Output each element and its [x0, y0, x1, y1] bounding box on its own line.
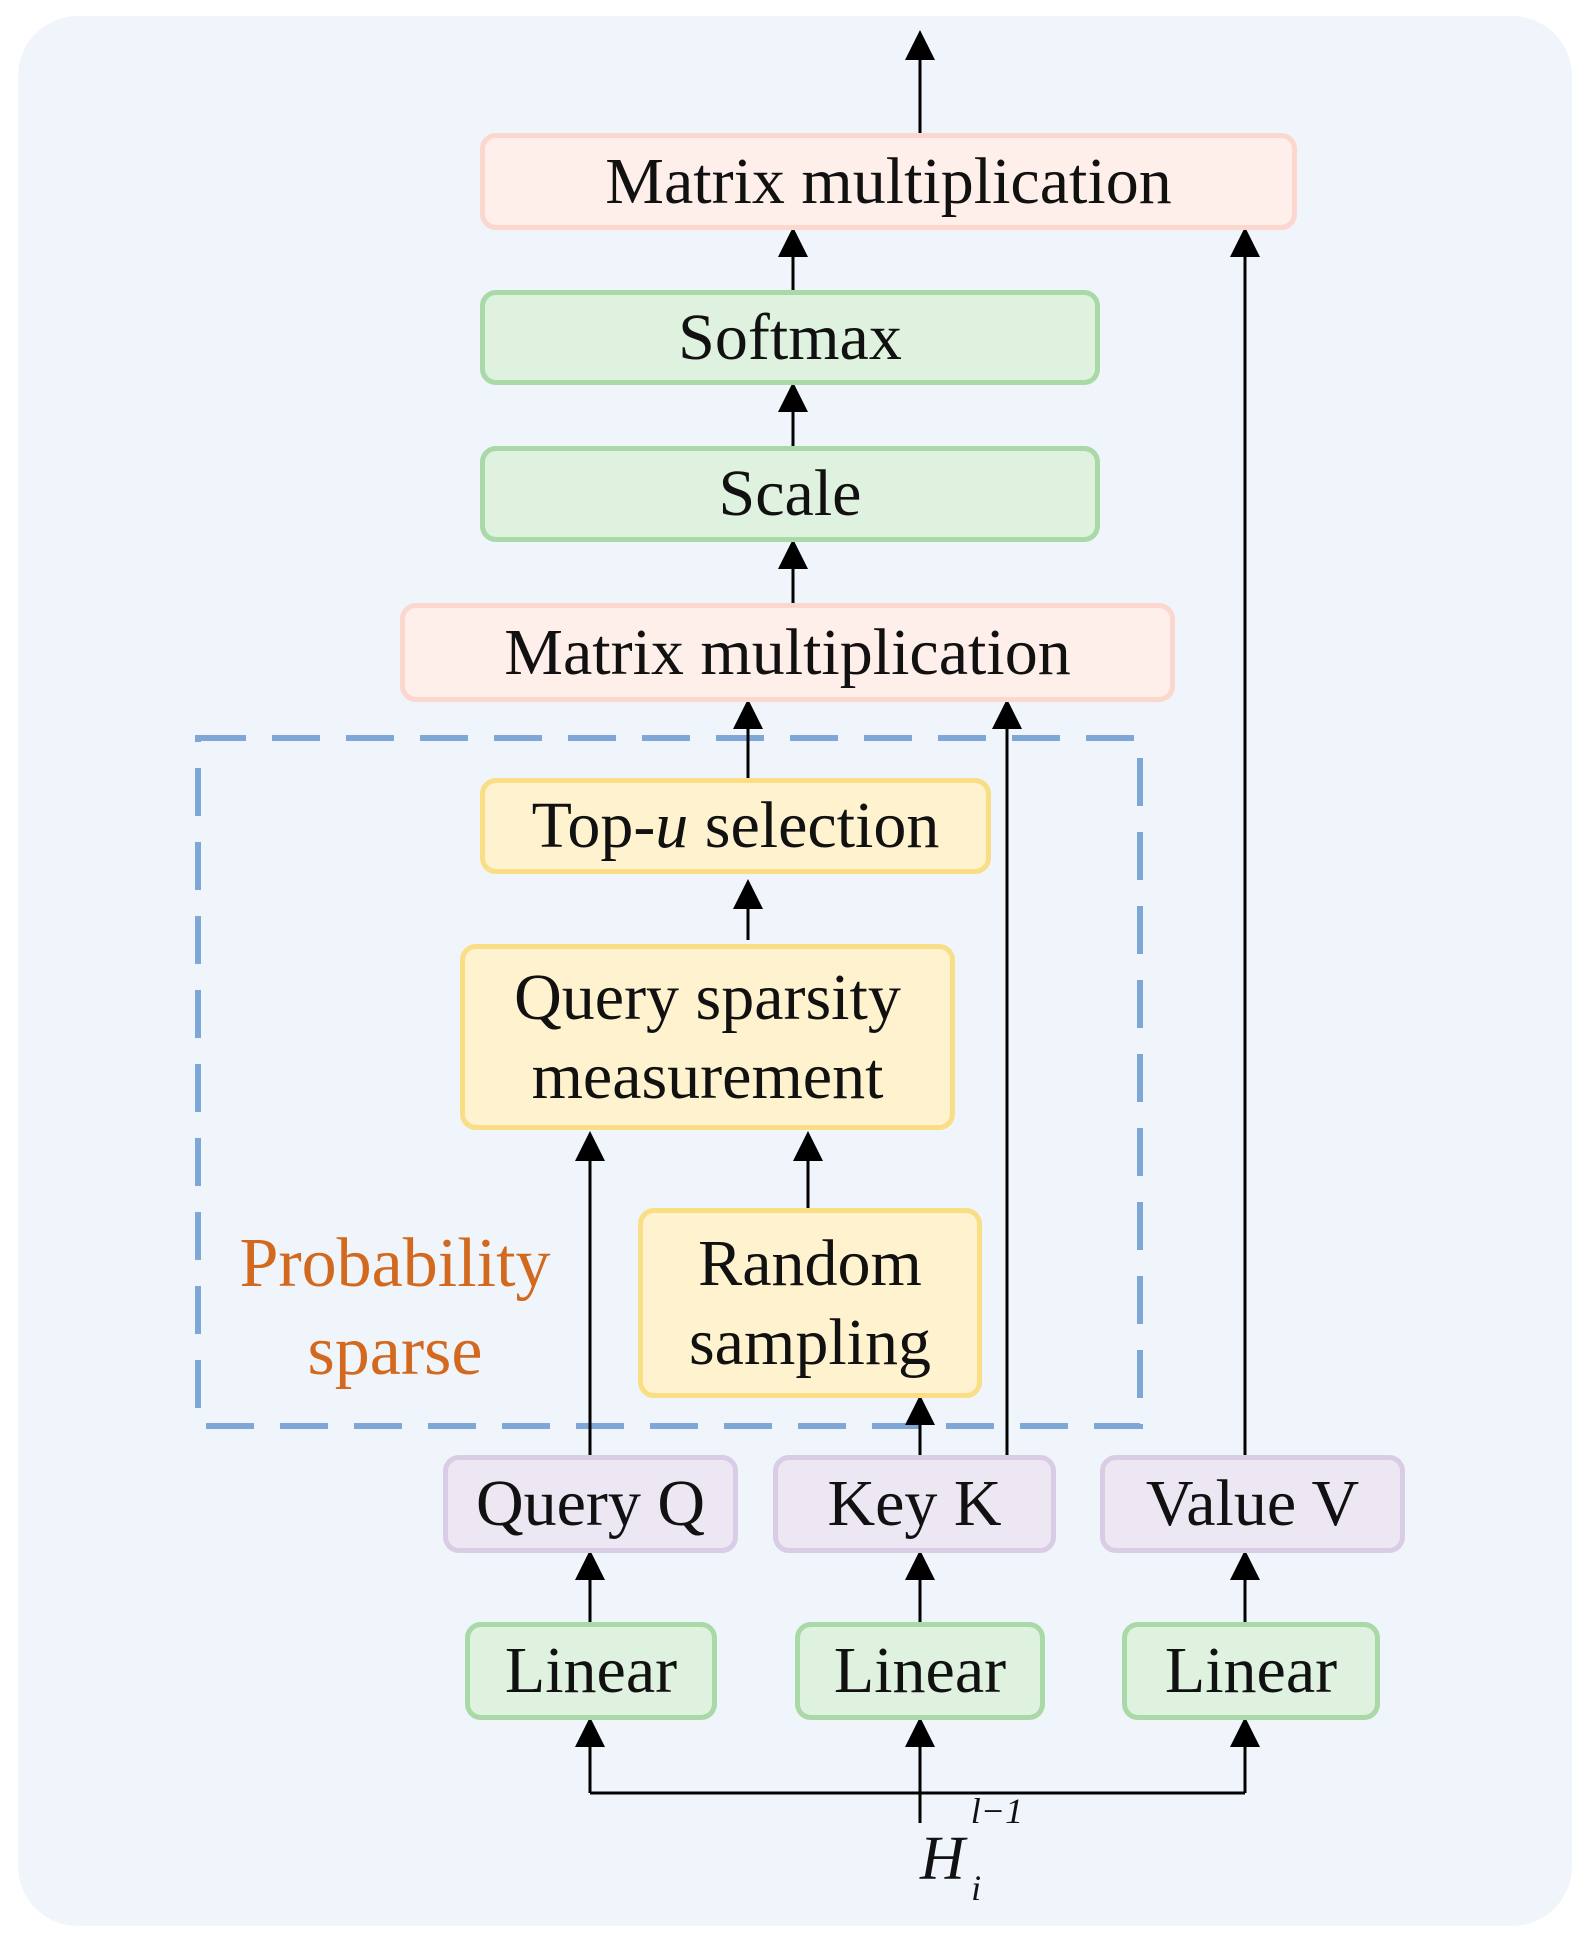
- random-sampling-line2: sampling: [689, 1306, 931, 1379]
- linear-q-label: Linear: [504, 1634, 678, 1708]
- linear-k-label: Linear: [833, 1634, 1007, 1708]
- probability-sparse-line1: Probability: [239, 1225, 551, 1302]
- query-sparsity-line1: Query sparsity: [514, 960, 901, 1034]
- key-label: Key K: [827, 1467, 1002, 1541]
- input-base: H: [920, 1824, 965, 1893]
- linear-v-label: Linear: [1164, 1634, 1338, 1708]
- query-label: Query Q: [475, 1467, 706, 1541]
- softmax-box: Softmax: [480, 290, 1100, 385]
- key-box: Key K: [773, 1455, 1056, 1553]
- scale-label: Scale: [718, 457, 862, 531]
- linear-q-box: Linear: [465, 1622, 717, 1720]
- value-label: Value V: [1145, 1467, 1360, 1541]
- input-hidden-state-label: Hl−1 i: [920, 1793, 1027, 1906]
- random-sampling-line1: Random: [698, 1226, 922, 1300]
- probability-sparse-line2: sparse: [307, 1313, 483, 1391]
- matmul-top-label: Matrix multiplication: [605, 144, 1172, 218]
- matmul-bottom-label: Matrix multiplication: [504, 615, 1071, 689]
- input-subscript: i: [971, 1868, 982, 1909]
- scale-box: Scale: [480, 446, 1100, 542]
- probability-sparse-region: [195, 735, 1143, 1429]
- topu-selection-label: Top-u selection: [532, 786, 940, 865]
- query-sparsity-line2: measurement: [531, 1040, 884, 1113]
- matmul-bottom-box: Matrix multiplication: [400, 603, 1175, 702]
- linear-k-box: Linear: [795, 1622, 1045, 1720]
- random-sampling-box: Random sampling: [638, 1208, 982, 1398]
- query-sparsity-box: Query sparsity measurement: [460, 944, 955, 1130]
- softmax-label: Softmax: [678, 300, 902, 374]
- query-box: Query Q: [443, 1455, 738, 1553]
- linear-v-box: Linear: [1122, 1622, 1380, 1720]
- topu-prefix: Top-: [531, 789, 656, 863]
- topu-suffix: selection: [688, 789, 940, 863]
- probability-sparse-label: Probability sparse: [200, 1220, 590, 1396]
- value-box: Value V: [1100, 1455, 1405, 1553]
- matmul-top-box: Matrix multiplication: [480, 133, 1297, 230]
- input-superscript: l−1: [970, 1791, 1024, 1831]
- topu-italic-u: u: [655, 789, 689, 863]
- topu-selection-box: Top-u selection: [480, 778, 991, 874]
